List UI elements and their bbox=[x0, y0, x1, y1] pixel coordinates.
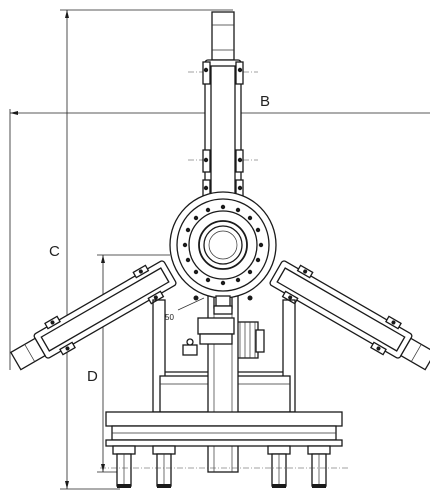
dimension-c bbox=[60, 9, 233, 490]
caster-wheel-3 bbox=[267, 445, 291, 488]
caster-wheel-2 bbox=[152, 445, 176, 488]
hub bbox=[169, 191, 277, 315]
caster-wheel-1 bbox=[112, 445, 136, 488]
top-arm bbox=[202, 11, 244, 211]
base-plate bbox=[105, 411, 343, 447]
angle-label: 50 bbox=[165, 313, 174, 322]
label-b: B bbox=[260, 93, 270, 110]
left-arm bbox=[9, 260, 177, 371]
right-arm bbox=[269, 260, 430, 371]
caster-wheel-4 bbox=[307, 445, 331, 488]
label-d: D bbox=[87, 368, 98, 385]
label-c: C bbox=[49, 243, 60, 260]
dimension-d bbox=[97, 254, 170, 473]
angle-note: 50 bbox=[165, 297, 205, 322]
